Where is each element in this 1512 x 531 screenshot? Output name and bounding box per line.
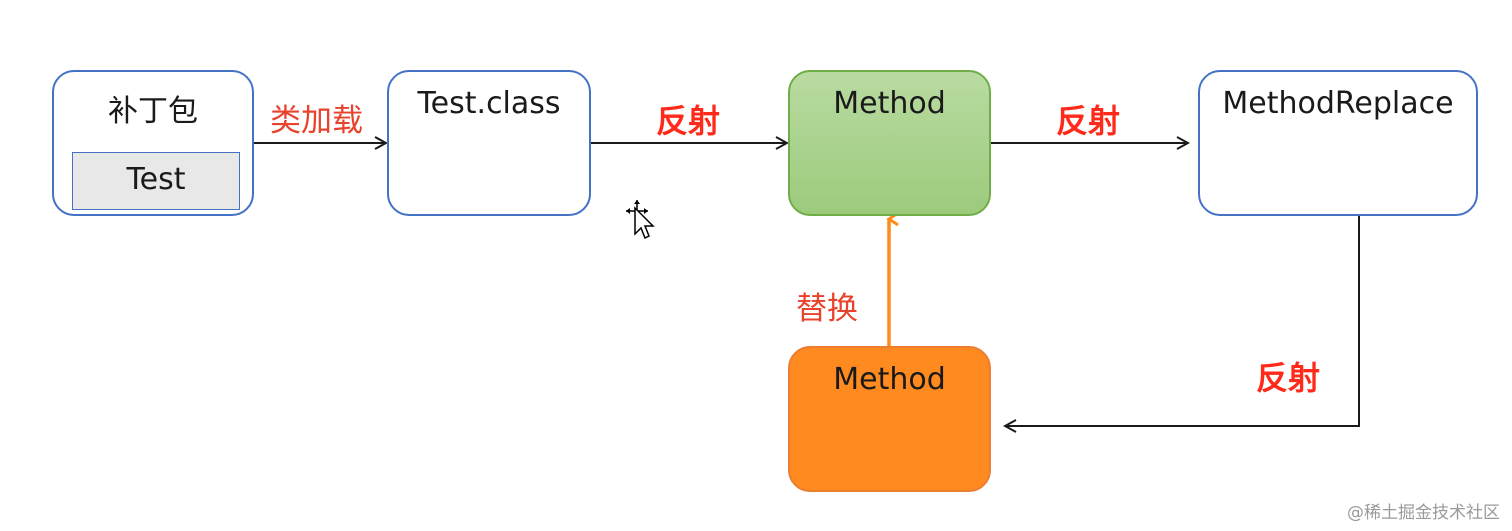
mouse-cursor-icon <box>626 200 655 240</box>
method-orange-label: Method <box>833 362 946 397</box>
method-replace-node: MethodReplace <box>1198 70 1478 216</box>
test-class-label: Test.class <box>417 86 561 121</box>
method-orange-node: Method <box>788 346 991 492</box>
method-green-label: Method <box>833 86 946 121</box>
label-reflection-3: 反射 <box>1256 359 1321 397</box>
edge-replace-to-orange <box>1005 216 1360 426</box>
watermark: @稀土掘金技术社区 <box>1347 503 1500 523</box>
label-class-loading: 类加载 <box>270 103 363 139</box>
method-green-node: Method <box>788 70 991 216</box>
test-class-node: Test.class <box>387 70 591 216</box>
label-reflection-2: 反射 <box>1056 102 1121 140</box>
patch-package-label: 补丁包 <box>108 94 198 129</box>
patch-package-node: 补丁包 Test <box>52 70 254 216</box>
label-replace: 替换 <box>796 291 858 327</box>
method-replace-label: MethodReplace <box>1222 86 1454 121</box>
label-reflection-1: 反射 <box>656 102 721 140</box>
patch-test-box: Test <box>72 152 240 210</box>
